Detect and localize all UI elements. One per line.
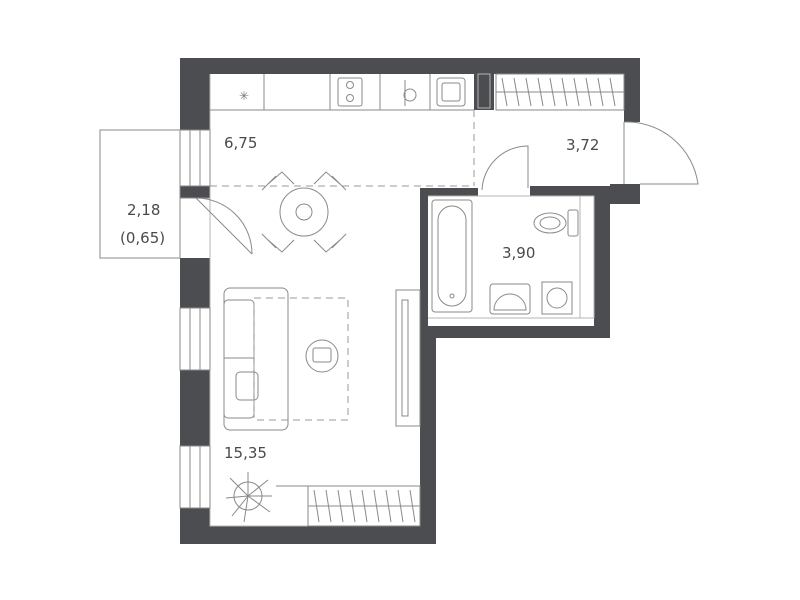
hanger-mark — [561, 77, 568, 107]
wardrobe-living — [276, 485, 421, 527]
loggia-area: 2,18 — [127, 201, 160, 219]
dining-table-icon — [261, 171, 347, 253]
hanger-mark — [337, 489, 344, 523]
walls — [180, 58, 640, 544]
hanger-mark — [349, 489, 356, 523]
snowflake-icon: ✳ — [239, 89, 249, 103]
washing-machine-icon — [541, 281, 573, 315]
bathroom-area: 3,90 — [502, 244, 535, 262]
hanger-mark — [525, 77, 532, 107]
hanger-mark — [537, 77, 544, 107]
sink-icon — [403, 77, 466, 107]
living-area: 15,35 — [224, 444, 267, 462]
bathtub-icon — [431, 199, 473, 313]
kitchen-counter: ✳ — [210, 74, 474, 111]
plant-icon — [225, 472, 272, 523]
hanger-mark — [549, 77, 556, 107]
washbasin-icon — [489, 283, 531, 315]
hanger-mark — [361, 489, 368, 523]
hanger-mark — [573, 77, 580, 107]
hanger-mark — [597, 77, 604, 107]
sofa-icon — [223, 287, 289, 431]
hanger-mark — [501, 77, 508, 107]
hanger-mark — [513, 77, 520, 107]
hanger-mark — [397, 489, 404, 523]
coffee-table-icon — [253, 297, 349, 421]
hanger-mark — [609, 77, 616, 107]
toilet-icon — [533, 209, 579, 237]
hanger-mark — [313, 489, 320, 523]
wardrobe-hall — [495, 73, 625, 111]
tv-unit-icon — [395, 289, 421, 427]
hanger-mark — [585, 77, 592, 107]
kitchen-area: 6,75 — [224, 134, 257, 152]
hanger-mark — [325, 489, 332, 523]
loggia-area-reduced: (0,65) — [120, 229, 165, 247]
loggia — [99, 129, 253, 259]
hall-doors — [481, 121, 699, 191]
hall-area: 3,72 — [566, 136, 599, 154]
hanger-mark — [409, 489, 416, 523]
stove-icon — [337, 77, 363, 107]
hanger-mark — [373, 489, 380, 523]
hanger-mark — [385, 489, 392, 523]
